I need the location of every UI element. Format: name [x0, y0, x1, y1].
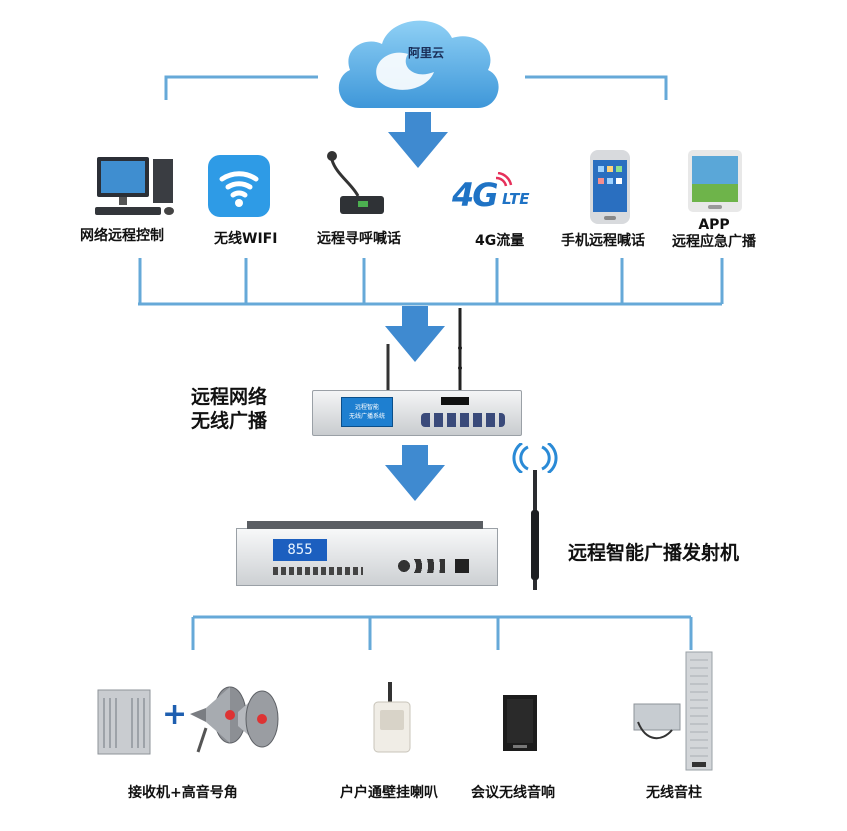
host-knobs — [421, 413, 505, 427]
source-label-app: APP 远程应急广播 — [672, 217, 756, 250]
computer-icon — [95, 157, 174, 215]
transmitter-antenna-icon — [531, 470, 539, 590]
wireless-signal-icon — [512, 443, 558, 473]
app-phone-icon — [688, 150, 742, 212]
conference-speaker-icon — [503, 695, 537, 751]
output-label-wall-speaker: 户户通壁挂喇叭 — [340, 785, 438, 801]
horn-speaker-icon — [190, 686, 279, 753]
4g-text: 4G — [452, 176, 499, 214]
source-label-wifi: 无线WIFI — [214, 231, 278, 247]
transmitter-top-panel — [247, 521, 483, 529]
network-broadcast-host: 远程智能 无线广播系统 — [312, 390, 522, 436]
source-label-phone-shout: 手机远程喊话 — [561, 233, 645, 249]
wall-speaker-icon — [373, 682, 411, 753]
output-label-column-speaker: 无线音柱 — [646, 785, 702, 801]
smart-broadcast-transmitter: 855 — [236, 521, 498, 586]
down-arrow-icon — [385, 306, 445, 362]
host-screen-line1: 远程智能 — [354, 404, 379, 411]
cloud-label: 阿里云 — [408, 46, 445, 60]
wifi-icon — [208, 155, 270, 217]
host-antenna-icon — [386, 308, 462, 398]
host-title-line2: 无线广播 — [191, 410, 268, 432]
source-label-remote-paging: 远程寻呼喊话 — [317, 231, 401, 247]
source-label-network-control: 网络远程控制 — [80, 228, 164, 244]
down-arrow-icon — [385, 445, 445, 501]
source-label-4g: 4G流量 — [475, 233, 525, 249]
transmitter-power-switch — [455, 559, 469, 573]
cloud-icon — [338, 20, 499, 108]
transmitter-title: 远程智能广播发射机 — [568, 542, 740, 564]
smartphone-icon — [590, 150, 630, 224]
output-label-receiver-horn: 接收机+高音号角 — [128, 785, 238, 801]
host-screen-line2: 无线广播系统 — [348, 413, 385, 420]
receiver-box-icon — [97, 689, 151, 755]
paging-microphone-icon — [327, 151, 384, 214]
output-label-conference-speaker: 会议无线音响 — [471, 785, 555, 801]
transmitter-knobs — [397, 559, 445, 573]
transmitter-lcd: 855 — [273, 539, 327, 561]
down-arrow-icon — [388, 112, 448, 168]
host-screen: 远程智能 无线广播系统 — [341, 397, 393, 427]
lte-text: LTE — [502, 190, 530, 208]
host-led-display — [441, 397, 469, 405]
plus-icon: + — [162, 697, 188, 732]
host-title-line1: 远程网络 — [191, 386, 268, 408]
column-speaker-icon — [633, 651, 713, 771]
4g-lte-icon: 4G LTE — [452, 172, 542, 214]
transmitter-buttons — [273, 567, 363, 575]
